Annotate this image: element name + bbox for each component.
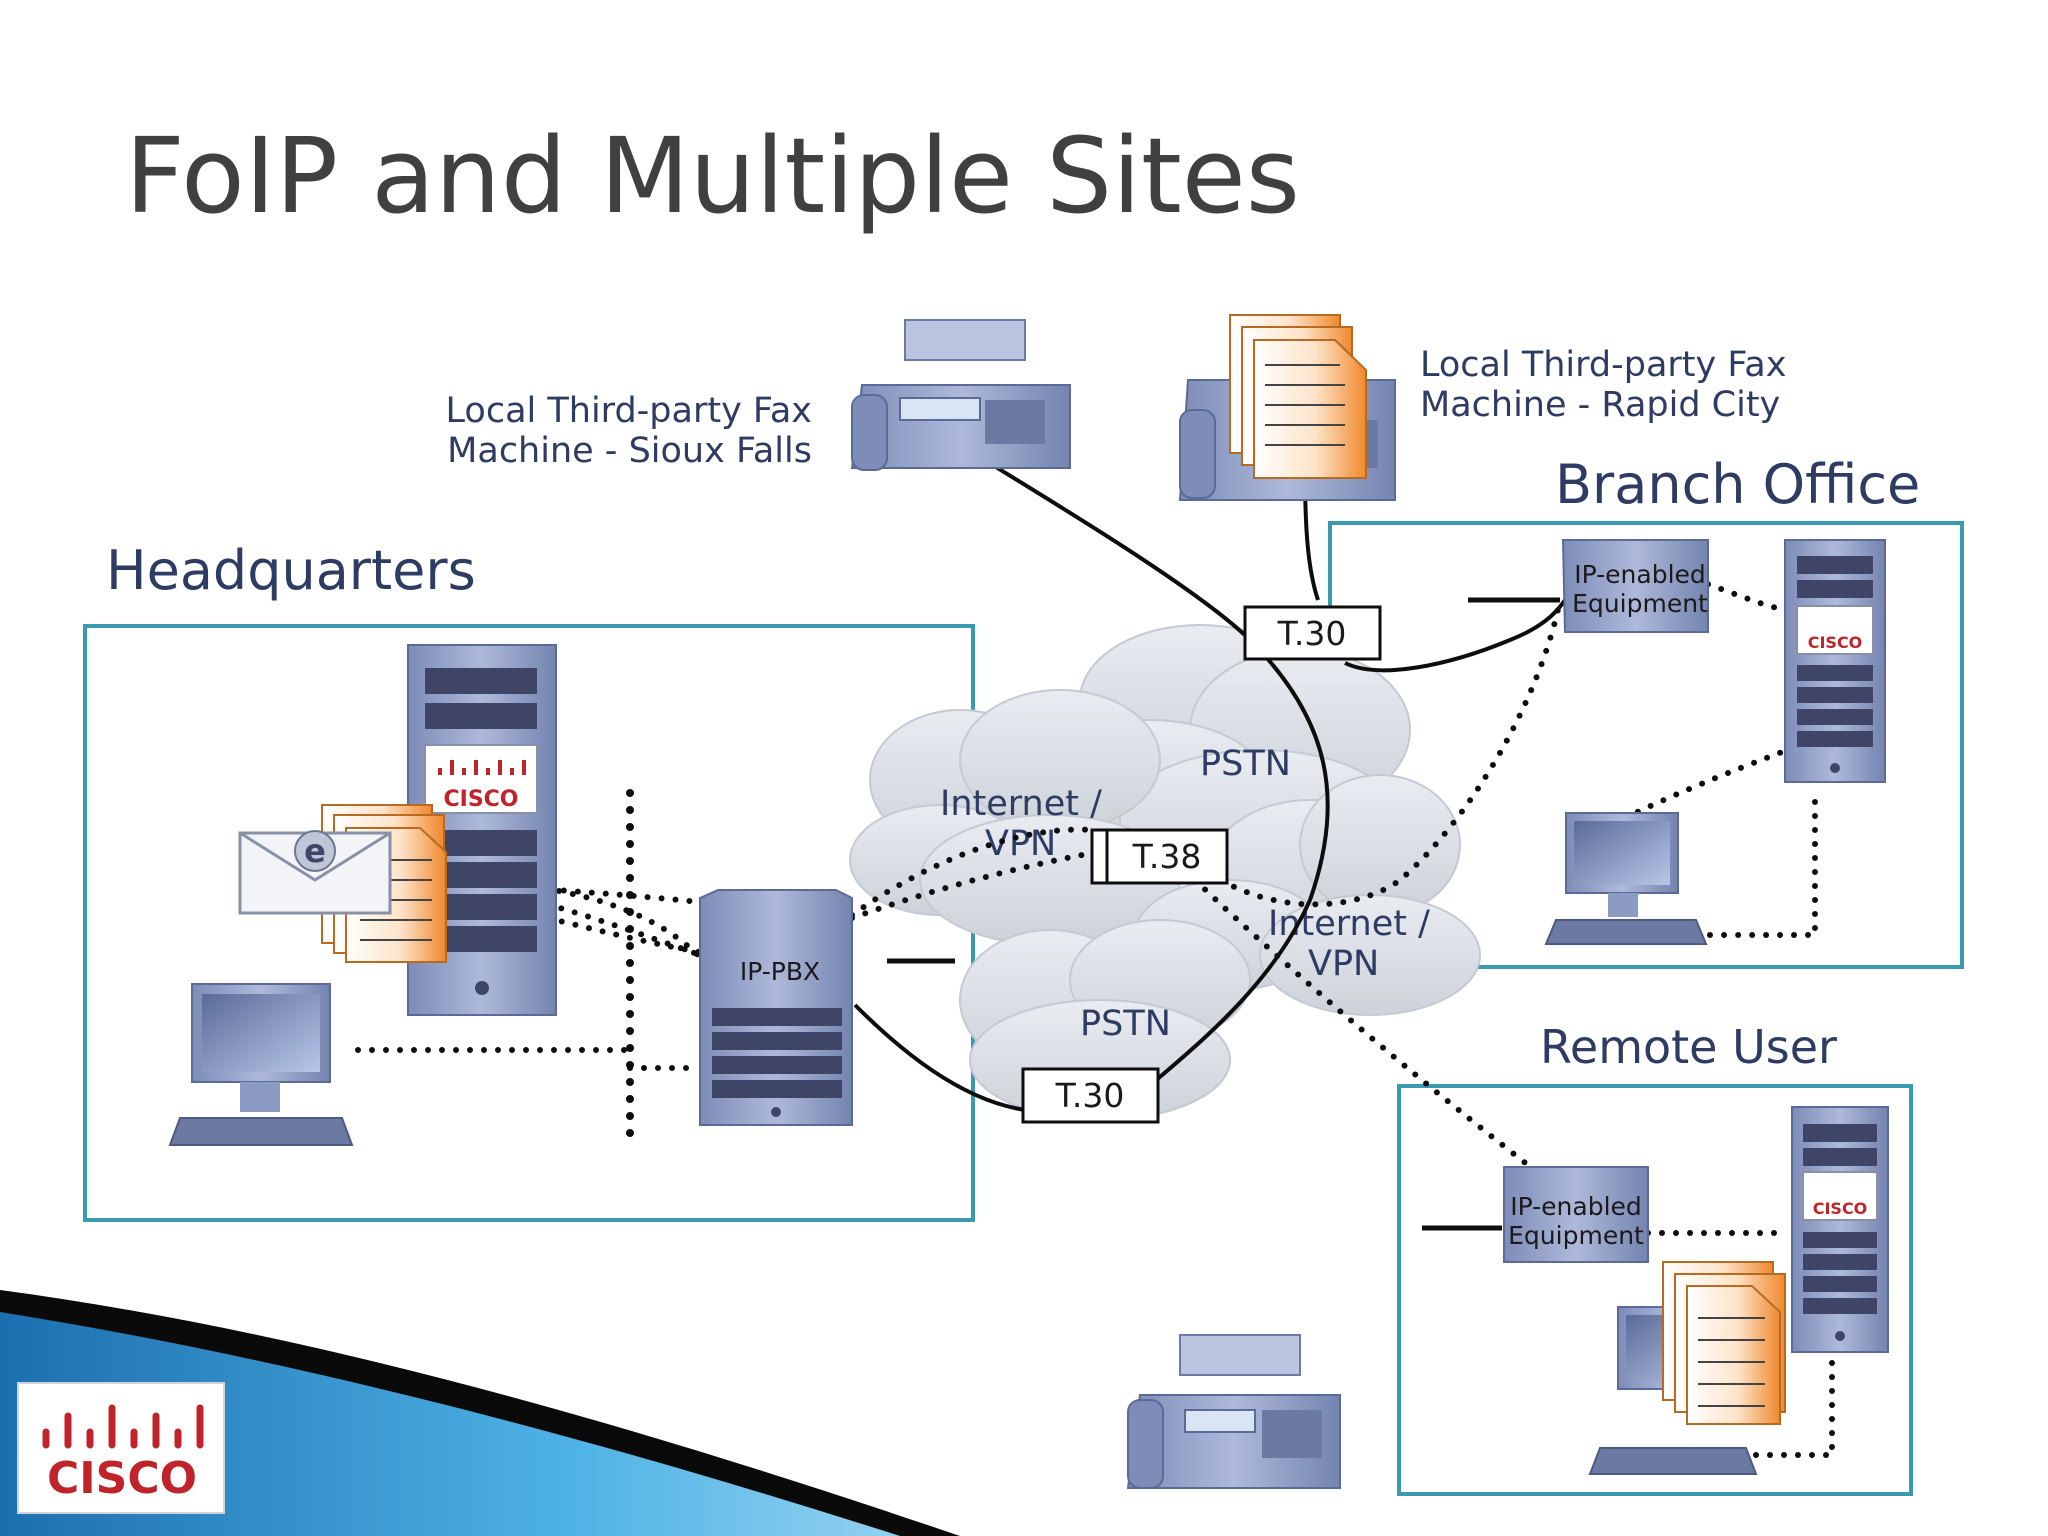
cloud-pstn-bottom bbox=[959, 919, 1251, 1121]
cloud-label-internet-vpn-right-2: VPN bbox=[1308, 944, 1379, 984]
hq-pc-icon bbox=[168, 983, 354, 1146]
cloud-label-internet-vpn-left-2: VPN bbox=[985, 824, 1056, 864]
branch-ip-equipment-label-2: Equipment bbox=[1572, 589, 1708, 618]
ip-pbx-label: IP-PBX bbox=[740, 957, 820, 986]
svg-text:T.30: T.30 bbox=[1055, 1076, 1125, 1115]
fax-machine-remote-icon bbox=[1126, 1334, 1341, 1489]
remote-user-label: Remote User bbox=[1540, 1020, 1837, 1074]
remote-document-stack-icon bbox=[1662, 1261, 1786, 1425]
remote-server-icon: CISCO bbox=[1791, 1106, 1889, 1353]
fax-label-sioux-falls: Local Third-party Fax Machine - Sioux Fa… bbox=[446, 391, 812, 471]
protocol-t30-bottom: T.30 bbox=[1021, 1067, 1160, 1124]
remote-server-brand: CISCO bbox=[1813, 1199, 1868, 1218]
svg-text:Local Third-party Fax: Local Third-party Fax bbox=[446, 391, 812, 431]
branch-pc-icon bbox=[1544, 812, 1708, 945]
hq-server-icon: CISCO bbox=[407, 644, 557, 1016]
branch-ip-equipment-label: IP-enabled bbox=[1574, 560, 1706, 589]
branch-office-label: Branch Office bbox=[1555, 453, 1920, 516]
cloud-label-internet-vpn-right: Internet / bbox=[1268, 904, 1430, 944]
document-stack-rapid-city-icon bbox=[1229, 314, 1367, 479]
email-glyph: e bbox=[304, 832, 326, 870]
cloud-label-pstn-top: PSTN bbox=[1200, 744, 1291, 784]
protocol-t38: T.38 bbox=[1090, 828, 1229, 885]
remote-ip-equipment-label: IP-enabled bbox=[1510, 1192, 1642, 1221]
hq-server-brand: CISCO bbox=[443, 787, 518, 812]
decorative-banner bbox=[0, 1290, 960, 1536]
remote-ip-equipment-label-2: Equipment bbox=[1508, 1221, 1644, 1250]
page-title: FoIP and Multiple Sites bbox=[125, 115, 1300, 237]
cisco-logo-wordmark: CISCO bbox=[47, 1453, 197, 1504]
svg-text:T.30: T.30 bbox=[1277, 614, 1347, 653]
ip-pbx-icon bbox=[699, 889, 853, 1126]
email-envelope-icon: e bbox=[238, 830, 392, 915]
branch-server-brand: CISCO bbox=[1808, 633, 1863, 652]
headquarters-label: Headquarters bbox=[106, 539, 476, 602]
cloud-label-internet-vpn-left: Internet / bbox=[940, 784, 1102, 824]
remote-ip-equipment-icon: IP-enabled Equipment bbox=[1503, 1166, 1649, 1263]
cloud-label-pstn-bottom: PSTN bbox=[1080, 1004, 1171, 1044]
protocol-t30-top: T.30 bbox=[1243, 605, 1382, 661]
svg-text:Machine - Sioux Falls: Machine - Sioux Falls bbox=[447, 431, 812, 471]
cisco-logo: CISCO bbox=[17, 1382, 225, 1514]
svg-text:Local Third-party Fax: Local Third-party Fax bbox=[1420, 345, 1786, 385]
cloud-internet-vpn-left bbox=[849, 689, 1181, 946]
branch-server-icon: CISCO bbox=[1784, 539, 1886, 783]
fax-label-rapid-city: Local Third-party Fax Machine - Rapid Ci… bbox=[1420, 345, 1786, 425]
svg-text:Machine - Rapid City: Machine - Rapid City bbox=[1420, 385, 1780, 425]
branch-ip-equipment-icon: IP-enabled Equipment bbox=[1561, 539, 1709, 633]
svg-text:T.38: T.38 bbox=[1132, 837, 1202, 876]
fax-machine-sioux-falls-icon bbox=[850, 319, 1071, 471]
